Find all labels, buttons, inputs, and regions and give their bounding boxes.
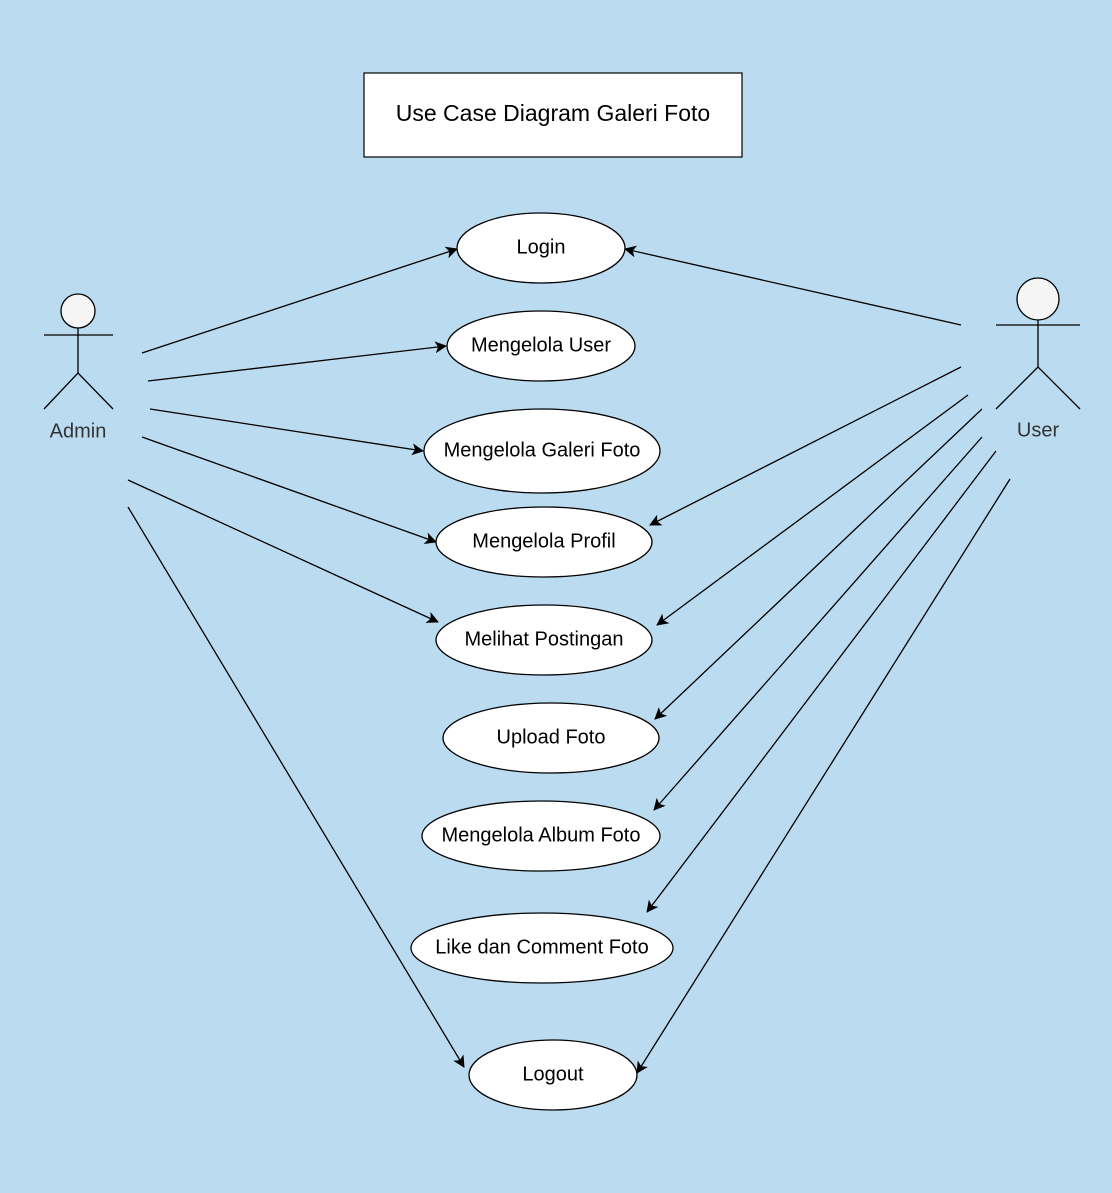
association-lines: [127, 245, 1011, 1074]
use-case-logout: Logout: [468, 1039, 638, 1111]
use-case-label: Upload Foto: [497, 726, 606, 748]
actor-admin-label: Admin: [50, 420, 107, 442]
use-case-label: Mengelola Profil: [472, 530, 615, 552]
actor-admin: Admin: [43, 293, 114, 442]
association-user-to-login: [624, 245, 962, 326]
actor-user-right-leg: [1037, 366, 1081, 410]
use-case-upload-foto: Upload Foto: [442, 702, 660, 774]
use-case-mengelola-galeri: Mengelola Galeri Foto: [423, 408, 661, 494]
association-admin-to-mengelola-galeri: [149, 408, 424, 456]
use-case-ellipse: [446, 310, 636, 382]
use-case-ellipse: [442, 702, 660, 774]
association-admin-to-mengelola-profil: [141, 436, 437, 544]
use-case-like-comment: Like dan Comment Foto: [410, 912, 674, 984]
association-user-to-upload-foto: [654, 408, 983, 720]
use-case-ellipse: [423, 408, 661, 494]
use-case-label: Mengelola Galeri Foto: [444, 439, 641, 461]
use-case-mengelola-user: Mengelola User: [446, 310, 636, 382]
use-case-label: Mengelola Album Foto: [441, 824, 640, 846]
use-case-mengelola-profil: Mengelola Profil: [435, 506, 653, 578]
use-case-ellipse: [410, 912, 674, 984]
actor-admin-right-leg: [77, 372, 114, 410]
diagram-title: Use Case Diagram Galeri Foto: [396, 100, 710, 126]
actor-admin-left-leg: [43, 372, 79, 410]
association-admin-to-logout: [127, 506, 465, 1068]
association-user-to-melihat-postingan: [656, 394, 969, 626]
diagram-title-box: Use Case Diagram Galeri Foto: [363, 72, 743, 158]
use-case-ellipse: [435, 506, 653, 578]
use-case-mengelola-album: Mengelola Album Foto: [421, 800, 661, 872]
actor-user: User: [995, 277, 1081, 441]
use-case-ellipse: [468, 1039, 638, 1111]
use-case-label: Like dan Comment Foto: [435, 936, 648, 958]
use-case-ellipse: [456, 212, 626, 284]
use-case-label: Melihat Postingan: [465, 628, 624, 650]
use-case-label: Logout: [522, 1063, 584, 1085]
actor-admin-head: [60, 293, 96, 329]
actor-user-left-leg: [995, 366, 1039, 410]
association-admin-to-mengelola-user: [147, 341, 447, 382]
association-admin-to-login: [141, 246, 458, 354]
association-user-to-like-comment: [646, 450, 997, 913]
use-case-melihat-postingan: Melihat Postingan: [435, 604, 653, 676]
association-user-to-logout: [636, 478, 1011, 1074]
association-user-to-mengelola-album: [653, 436, 983, 811]
use-case-ellipse: [435, 604, 653, 676]
use-case-label: Mengelola User: [471, 334, 611, 356]
actor-user-label: User: [1017, 419, 1060, 441]
use-case-label: Login: [517, 236, 566, 258]
use-case-ellipse: [421, 800, 661, 872]
association-user-to-mengelola-profil: [649, 366, 962, 526]
actor-user-head: [1016, 277, 1060, 321]
association-admin-to-melihat-postingan: [127, 479, 439, 623]
use-case-login: Login: [456, 212, 626, 284]
